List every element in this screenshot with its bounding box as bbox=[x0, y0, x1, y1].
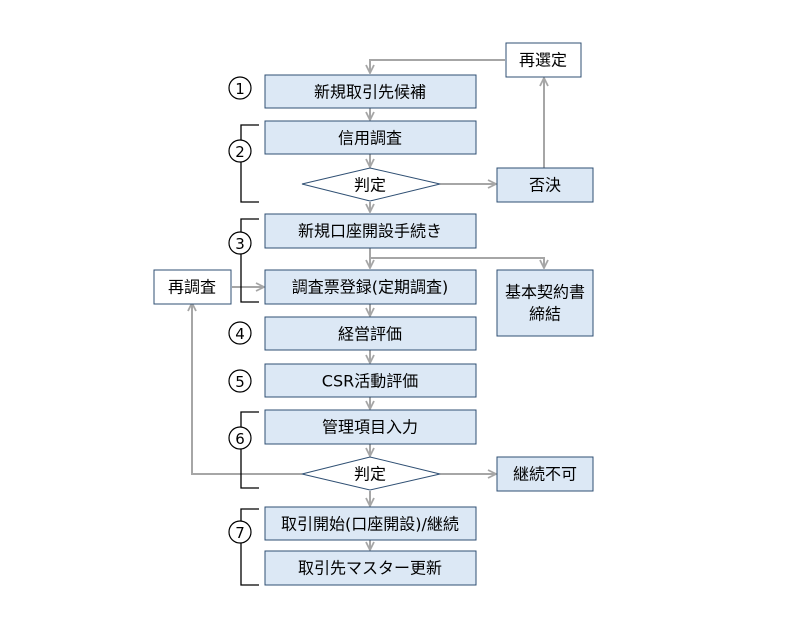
step-label: CSR活動評価 bbox=[322, 372, 418, 391]
step-item-input: 管理項目入力 bbox=[264, 409, 477, 445]
phase-number-7: 7 bbox=[235, 524, 245, 542]
box-not-continued: 継続不可 bbox=[496, 456, 594, 492]
step-label: 調査票登録(定期調査) bbox=[292, 278, 449, 297]
step-account-opening: 新規口座開設手続き bbox=[264, 213, 477, 249]
phase-brace-2 bbox=[240, 124, 259, 203]
box-rejected: 否決 bbox=[496, 167, 594, 203]
step-label: 新規取引先候補 bbox=[314, 83, 426, 102]
box-label-line2: 締結 bbox=[529, 305, 561, 324]
box-label: 否決 bbox=[529, 176, 561, 195]
step-new-partner-candidate: 新規取引先候補 bbox=[264, 74, 477, 109]
box-basic-contract: 基本契約書 締結 bbox=[496, 269, 594, 337]
box-reselect: 再選定 bbox=[505, 42, 582, 78]
box-label: 再調査 bbox=[168, 278, 216, 297]
step-survey-registration: 調査票登録(定期調査) bbox=[264, 269, 477, 305]
phase-number-6: 6 bbox=[235, 430, 245, 448]
connectors bbox=[192, 59, 544, 549]
phase-number-1: 1 bbox=[235, 80, 245, 98]
phase-marker-4: 4 bbox=[228, 321, 252, 345]
step-label: 新規口座開設手続き bbox=[298, 222, 442, 241]
box-label: 継続不可 bbox=[513, 465, 577, 484]
phase-number-4: 4 bbox=[235, 325, 245, 343]
phase-marker-5: 5 bbox=[228, 369, 252, 393]
step-label: 信用調査 bbox=[338, 129, 402, 148]
step-start-trade: 取引開始(口座開設)/継続 bbox=[264, 506, 477, 541]
step-label: 管理項目入力 bbox=[322, 418, 418, 437]
phase-markers: 1 2 3 4 5 6 7 bbox=[228, 76, 259, 586]
phase-brace-3 bbox=[240, 218, 259, 303]
box-label: 再選定 bbox=[519, 51, 567, 70]
phase-marker-1: 1 bbox=[228, 76, 252, 100]
arrow-account-to-contract bbox=[370, 257, 544, 267]
phase-brace-7 bbox=[240, 508, 259, 586]
phase-number-3: 3 bbox=[235, 235, 245, 253]
phase-brace-6 bbox=[240, 411, 259, 489]
step-management-evaluation: 経営評価 bbox=[264, 316, 477, 351]
arrow-decision-to-resurvey bbox=[192, 304, 302, 475]
decision-label: 判定 bbox=[354, 176, 386, 195]
step-credit-check: 信用調査 bbox=[264, 120, 477, 155]
phase-number-5: 5 bbox=[235, 373, 245, 391]
step-label: 経営評価 bbox=[338, 325, 402, 344]
decision-label: 判定 bbox=[354, 465, 386, 484]
arrow-reselect-to-candidate bbox=[370, 59, 505, 72]
box-resurvey: 再調査 bbox=[153, 269, 232, 305]
phase-marker-2: 2 bbox=[228, 124, 259, 203]
decision-1: 判定 bbox=[301, 167, 441, 202]
step-label: 取引開始(口座開設)/継続 bbox=[281, 515, 459, 534]
phase-number-2: 2 bbox=[235, 143, 245, 161]
phase-marker-3: 3 bbox=[228, 218, 259, 303]
step-csr-evaluation: CSR活動評価 bbox=[264, 363, 477, 398]
step-master-update: 取引先マスター更新 bbox=[264, 550, 477, 586]
phase-marker-6: 6 bbox=[228, 411, 259, 489]
box-label-line1: 基本契約書 bbox=[505, 283, 585, 302]
step-label: 取引先マスター更新 bbox=[298, 559, 442, 578]
decision-2: 判定 bbox=[301, 456, 441, 491]
phase-marker-7: 7 bbox=[228, 508, 259, 586]
